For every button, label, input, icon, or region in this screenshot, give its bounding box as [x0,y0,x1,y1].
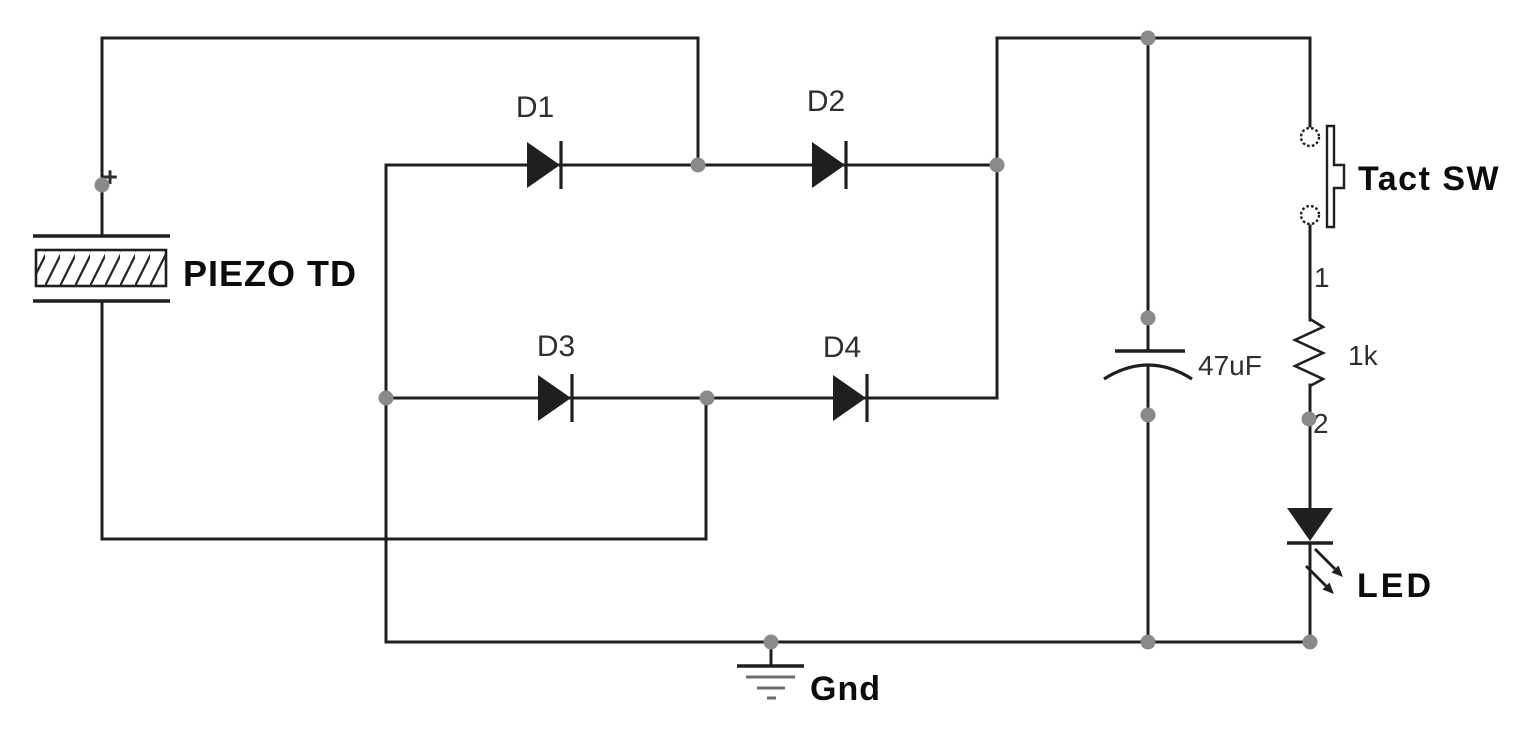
junction-dots [94,30,1318,650]
wire-right-vertical-top-rail [995,36,1312,400]
piezo-label: PIEZO TD [183,253,357,294]
capacitor-value: 47uF [1198,350,1262,381]
diode-d4: D4 [823,331,869,422]
diode-d3-triangle [538,375,571,421]
ground-symbol: Gnd [737,640,881,708]
junction-dot-ground-node [763,634,779,650]
junction-dot-piezo-plus [94,177,110,193]
resistor-symbol: 1 1k 2 [1291,262,1379,439]
diode-d2-ref: D2 [807,85,845,118]
tact-switch-contact-top [1299,126,1321,148]
junction-dot-d2-output [989,157,1005,173]
wire-left-vertical-bottom-rail [384,163,1312,644]
diode-d4-triangle [833,375,866,421]
wires [100,36,1312,644]
diode-d2: D2 [807,85,848,189]
led-symbol: LED [1287,508,1434,605]
resistor-zigzag [1291,317,1327,388]
led-emission-arrow-2 [1305,565,1334,594]
diode-d4-ref: D4 [823,331,861,364]
led-emission-arrow-1 [1314,548,1343,577]
diode-d3-ref: D3 [537,330,575,363]
tact-switch-label: Tact SW [1358,160,1500,198]
junction-dot-top-rail-cap [1140,30,1156,46]
junction-dot-resistor-pin2 [1301,411,1317,427]
led-triangle [1287,508,1333,541]
junction-dot-cap-bottom-pin [1140,407,1156,423]
capacitor-curved-plate [1103,363,1193,381]
junction-dot-cap-top-pin [1140,310,1156,326]
diode-d1: D1 [516,91,563,189]
wire-piezo-top-rail [100,36,700,238]
ground-label: Gnd [810,670,881,708]
diode-d1-ref: D1 [516,91,554,124]
tact-switch-contact-bottom [1299,204,1321,226]
diode-d3: D3 [537,330,575,422]
resistor-pin2-label: 2 [1313,408,1329,439]
resistor-pin1-label: 1 [1314,262,1330,293]
junction-dot-d1-d2 [690,157,706,173]
junction-dot-cap-rail [1140,634,1156,650]
junction-dot-led-rail [1302,634,1318,650]
tact-switch-symbol: Tact SW [1299,124,1500,229]
resistor-value: 1k [1348,340,1379,371]
capacitor-symbol: 47uF [1103,349,1262,381]
wire-piezo-bottom-return [100,299,708,541]
junction-dot-d3-d4 [699,390,715,406]
tact-switch-actuator [1325,124,1346,229]
junction-dot-d3-anode [378,390,394,406]
led-label: LED [1357,567,1434,605]
diode-d1-triangle [527,142,560,188]
piezo-transducer-symbol: + PIEZO TD [33,162,357,303]
diode-d2-triangle [812,142,845,188]
piezo-body-hatched [34,248,168,288]
